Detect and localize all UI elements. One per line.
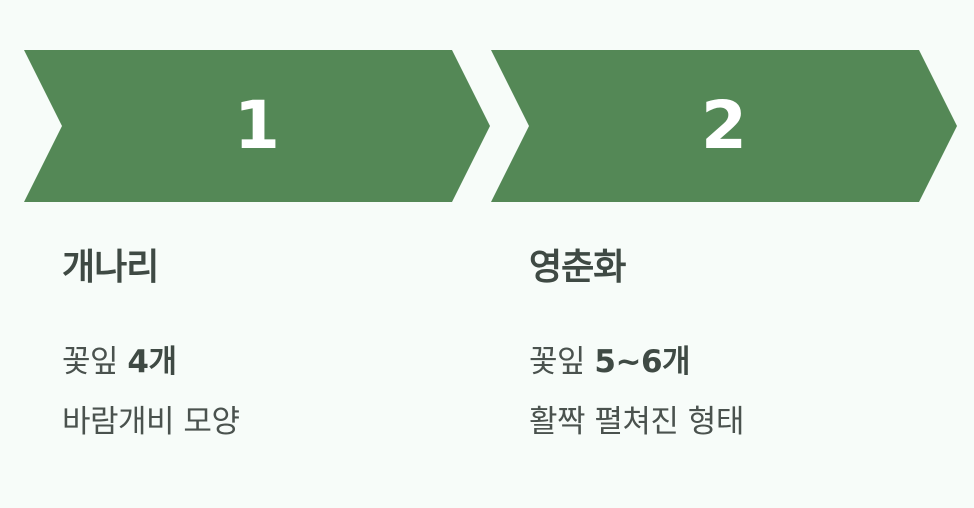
petal-count: 4개 (127, 344, 177, 380)
chevron-arrow-shape (24, 50, 490, 202)
step-detail-petals: 꽃잎 4개 (62, 336, 177, 381)
step-detail-petals: 꽃잎 5~6개 (529, 336, 691, 381)
step-title: 영춘화 (529, 247, 626, 288)
step-2: 2 영춘화 꽃잎 5~6개 활짝 펼쳐진 형태 (491, 0, 961, 508)
step-number: 1 (234, 87, 280, 164)
step-title: 개나리 (62, 247, 159, 288)
petal-label: 꽃잎 (62, 344, 128, 380)
step-number: 2 (701, 87, 747, 164)
petal-count: 5~6개 (594, 344, 691, 380)
chevron-arrow-shape (491, 50, 957, 202)
step-detail-shape: 활짝 펼쳐진 형태 (529, 404, 744, 440)
step-detail-shape: 바람개비 모양 (62, 404, 240, 440)
step-1: 1 개나리 꽃잎 4개 바람개비 모양 (24, 0, 494, 508)
petal-label: 꽃잎 (529, 344, 595, 380)
